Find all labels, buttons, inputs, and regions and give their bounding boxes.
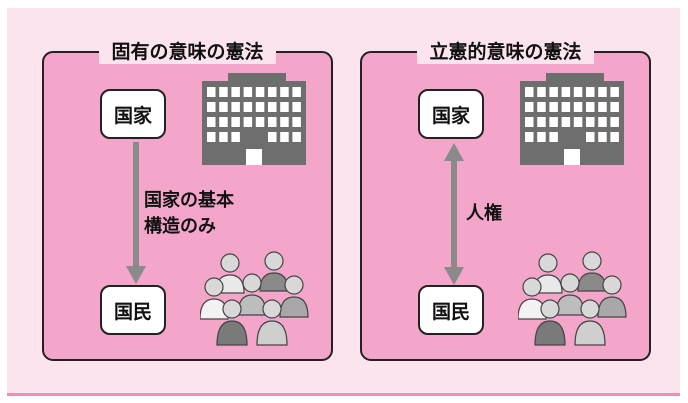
building-window [525, 102, 534, 112]
building-window [537, 117, 546, 127]
building-window [586, 87, 595, 97]
node-people: 国民 [100, 285, 166, 335]
building-window [586, 117, 595, 127]
people-crowd-icon [200, 251, 309, 346]
building-window [268, 102, 277, 112]
node-people: 国民 [418, 285, 484, 335]
building-window [219, 117, 228, 127]
building-window [292, 87, 301, 97]
building-window [598, 132, 607, 142]
arrow-state-to-people [126, 142, 146, 284]
building-window [549, 132, 558, 142]
building-window [537, 132, 546, 142]
arrow-label: 人権 [466, 203, 502, 224]
building-window [525, 132, 534, 142]
building-icon [520, 73, 624, 165]
building-window [549, 117, 558, 127]
building-window [573, 87, 583, 97]
building-window [207, 102, 216, 112]
building-window [537, 102, 546, 112]
building-window [207, 87, 216, 97]
building-window [586, 102, 595, 112]
building-window [598, 117, 607, 127]
building-window [219, 87, 228, 97]
building-window [586, 132, 595, 142]
arrow-label-line2: 構造のみ [144, 216, 216, 237]
building-window [255, 102, 265, 112]
building-window [292, 102, 301, 112]
building-window [243, 117, 253, 127]
arrow-label-line1: 国家の基本 [144, 190, 234, 211]
building-window [598, 102, 607, 112]
building-window [573, 102, 583, 112]
building-window [610, 102, 619, 112]
building-window [231, 132, 240, 142]
building-window [598, 87, 607, 97]
building-window [231, 117, 240, 127]
building-window [207, 117, 216, 127]
building-window [231, 102, 240, 112]
building-window [231, 87, 240, 97]
building-window [255, 87, 265, 97]
building-window [280, 132, 289, 142]
building-icon [202, 73, 306, 165]
building-window [573, 117, 583, 127]
building-window [219, 102, 228, 112]
building-window [268, 132, 277, 142]
building-window [268, 117, 277, 127]
building-window [268, 87, 277, 97]
building-window [561, 102, 571, 112]
building-window [243, 102, 253, 112]
building-window [561, 117, 571, 127]
arrow-bidirectional [444, 143, 464, 285]
building-window [207, 132, 216, 142]
building-window [280, 117, 289, 127]
building-window [280, 102, 289, 112]
building-window [219, 132, 228, 142]
panel-intrinsic-constitution: 固有の意味の憲法 国家 国家の基本 構造のみ 国民 [42, 40, 333, 361]
building-window [525, 87, 534, 97]
building-window [610, 132, 619, 142]
node-state: 国家 [100, 89, 166, 139]
building-window [525, 117, 534, 127]
building-window [255, 117, 265, 127]
building-window [243, 87, 253, 97]
people-crowd-icon [518, 251, 627, 346]
node-state: 国家 [418, 89, 484, 139]
building-window [610, 87, 619, 97]
building-window [549, 87, 558, 97]
building-window [537, 87, 546, 97]
building-window [292, 132, 301, 142]
panel-constitutionalist-constitution: 立憲的意味の憲法 国家 人権 国民 [360, 40, 651, 361]
building-window [280, 87, 289, 97]
building-window [292, 117, 301, 127]
building-window [610, 117, 619, 127]
building-window [561, 87, 571, 97]
building-window [549, 102, 558, 112]
